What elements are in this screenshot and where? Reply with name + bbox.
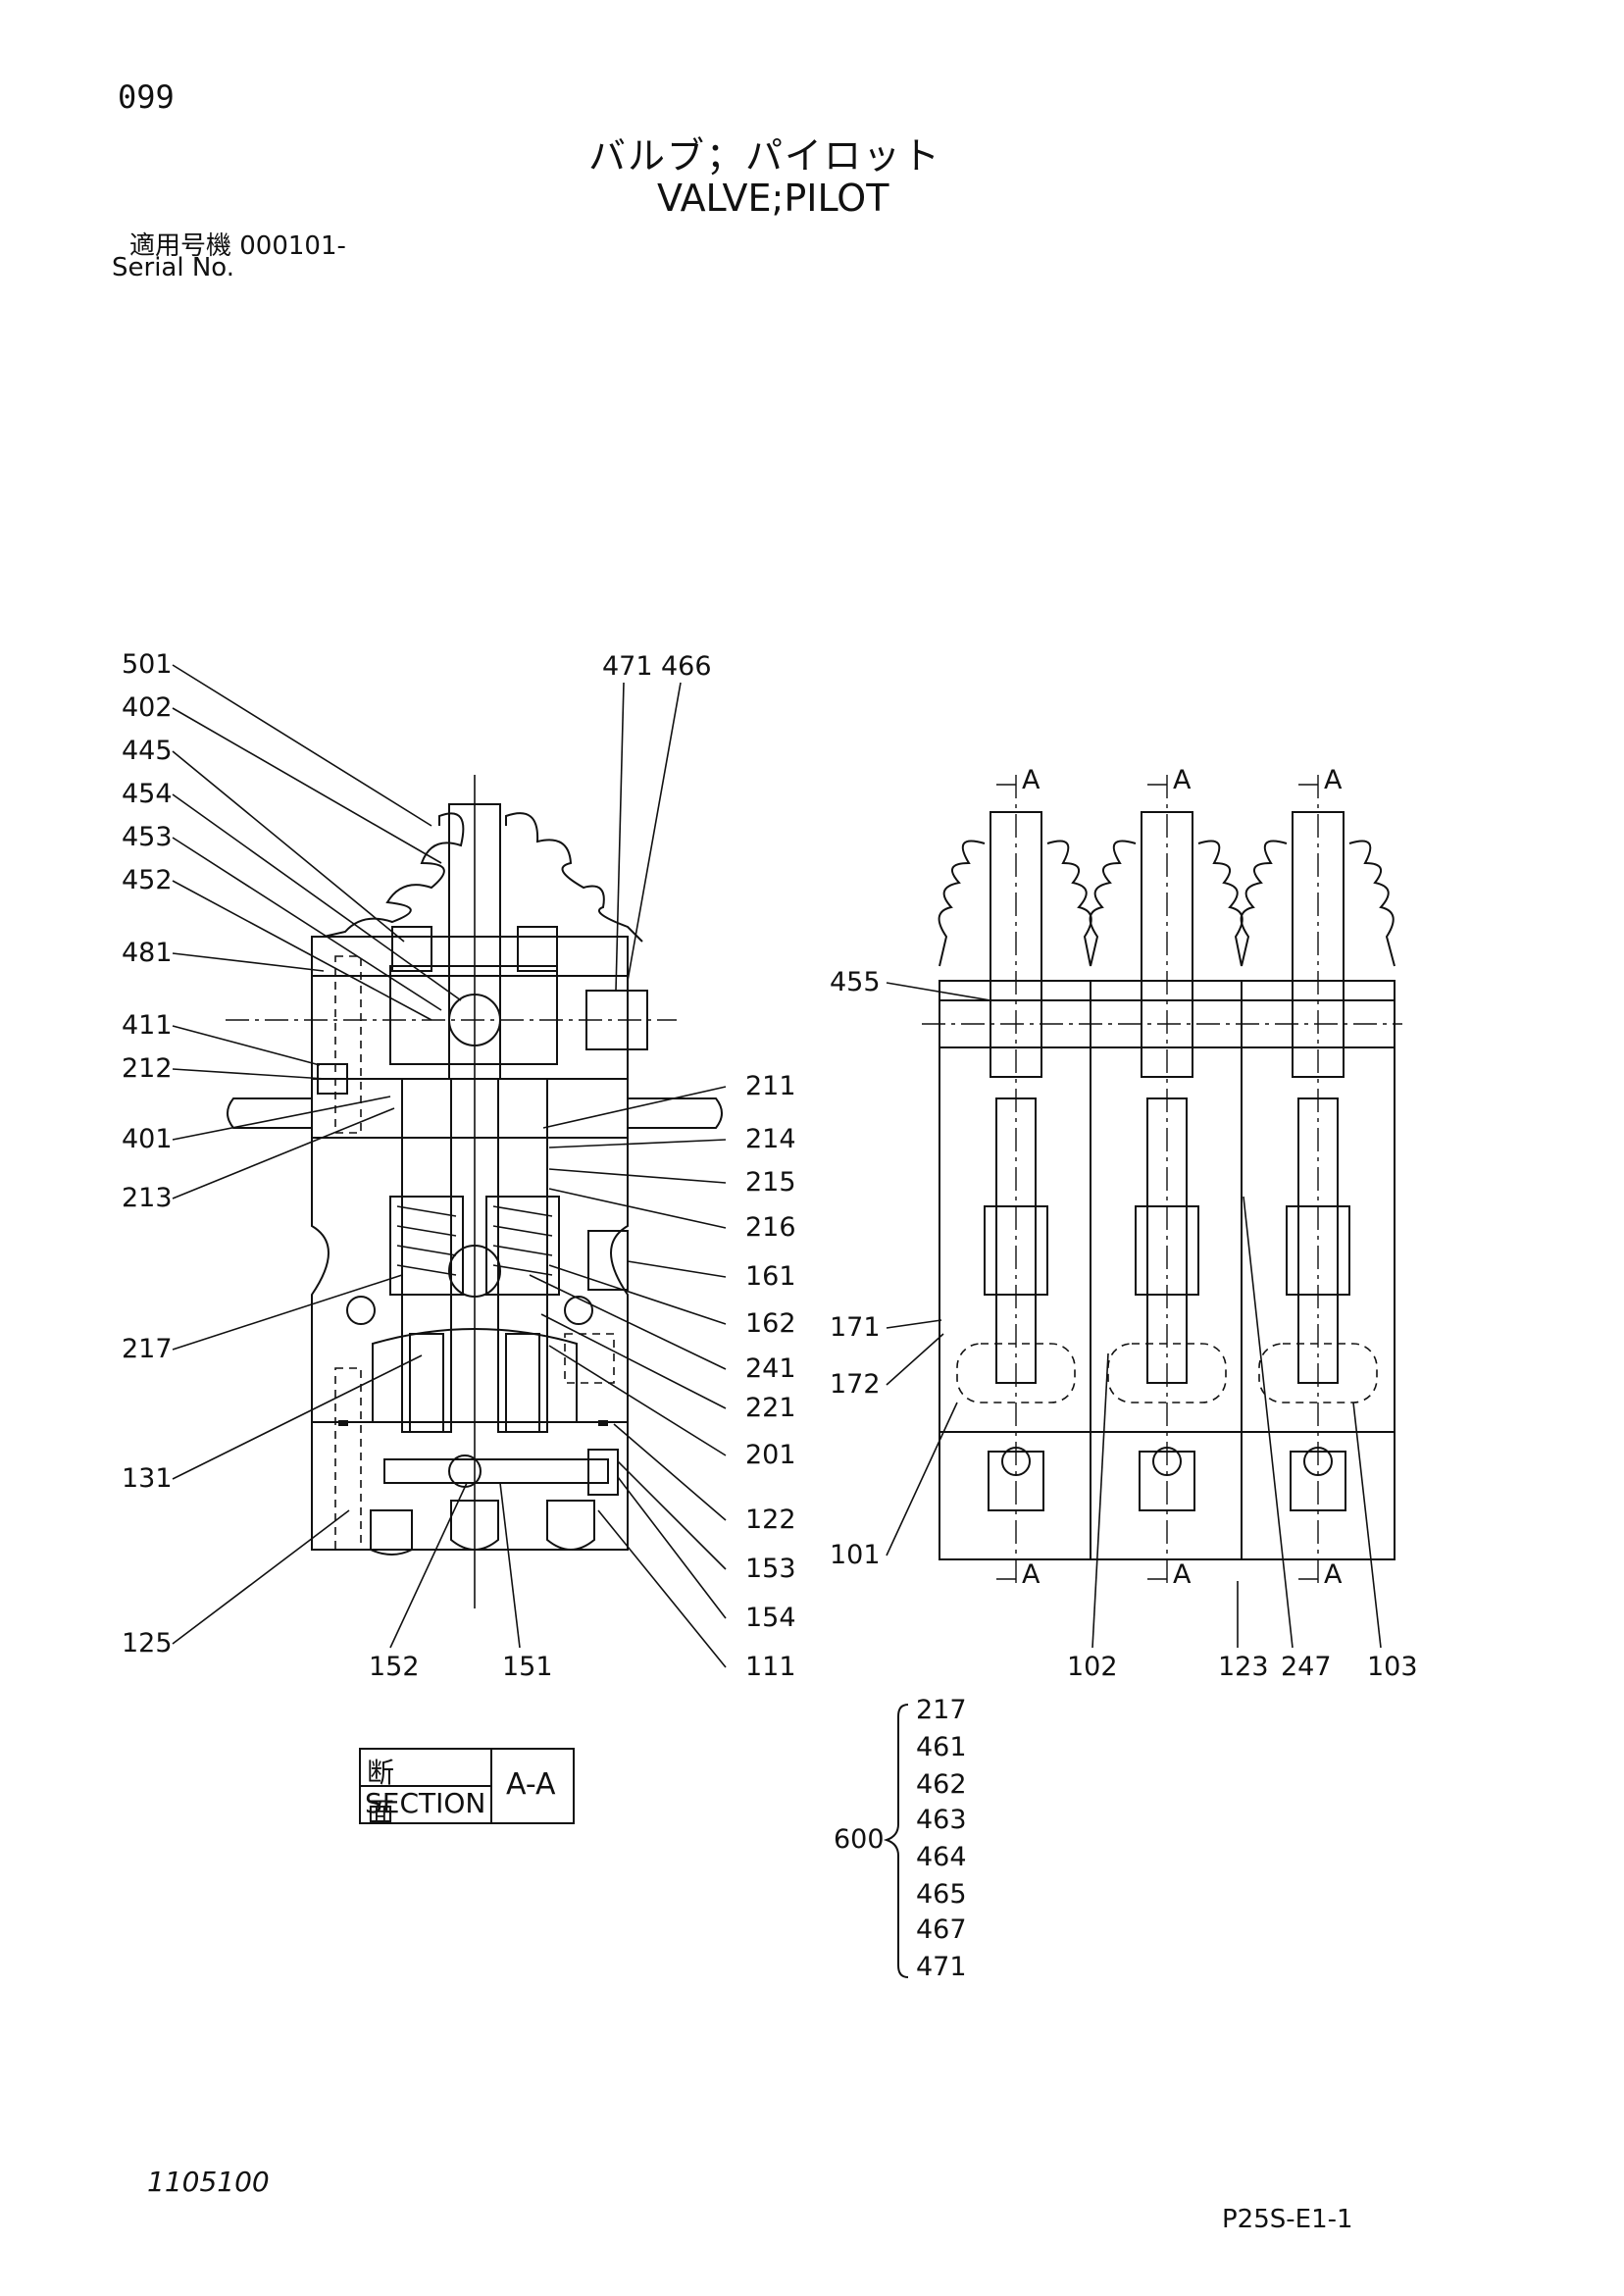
label-215: 215 xyxy=(745,1167,796,1198)
section-mark-bottom-3: A xyxy=(1324,1559,1343,1590)
valve-unit-2 xyxy=(1089,811,1243,1511)
section-mark-bottom-1: A xyxy=(1022,1559,1040,1590)
label-171: 171 xyxy=(830,1312,881,1343)
kit-part-1: 217 xyxy=(916,1695,967,1725)
section-mark-top-3: A xyxy=(1324,765,1343,795)
label-211: 211 xyxy=(745,1071,796,1101)
label-241: 241 xyxy=(745,1353,796,1384)
section-jp-label: 断面 xyxy=(367,1757,434,1828)
label-454: 454 xyxy=(122,779,173,809)
label-501: 501 xyxy=(122,649,173,680)
page-number: 099 xyxy=(118,78,175,116)
left-part-labels: 501 402 445 454 453 452 481 411 212 401 … xyxy=(122,649,796,1682)
label-111: 111 xyxy=(745,1652,796,1682)
label-103: 103 xyxy=(1367,1652,1418,1682)
label-221: 221 xyxy=(745,1393,796,1423)
label-453: 453 xyxy=(122,822,173,852)
label-154: 154 xyxy=(745,1603,796,1633)
label-401: 401 xyxy=(122,1124,173,1154)
section-mark-bottom-2: A xyxy=(1173,1559,1192,1590)
label-466: 466 xyxy=(661,651,712,682)
label-201: 201 xyxy=(745,1440,796,1470)
label-161: 161 xyxy=(745,1261,796,1292)
serial-label-japanese: 適用号機 000101- xyxy=(129,231,346,261)
section-divider xyxy=(361,1785,490,1787)
label-101: 101 xyxy=(830,1540,881,1570)
label-212: 212 xyxy=(122,1053,173,1084)
label-131: 131 xyxy=(122,1463,173,1494)
label-445: 445 xyxy=(122,736,173,766)
kit-part-6: 465 xyxy=(916,1879,967,1910)
kit-part-2: 461 xyxy=(916,1732,967,1762)
label-123: 123 xyxy=(1218,1652,1269,1682)
label-162: 162 xyxy=(745,1308,796,1339)
label-152: 152 xyxy=(369,1652,420,1682)
label-172: 172 xyxy=(830,1369,881,1400)
kit-parent-label: 600 xyxy=(834,1824,885,1855)
section-box: 断面 SECTION A-A xyxy=(359,1748,575,1828)
label-452: 452 xyxy=(122,865,173,895)
label-214: 214 xyxy=(745,1124,796,1154)
label-213: 213 xyxy=(122,1183,173,1213)
title-japanese: バルブ；パイロット xyxy=(588,134,942,178)
label-151: 151 xyxy=(502,1652,553,1682)
label-402: 402 xyxy=(122,692,173,723)
right-part-labels: 455 171 172 101 102 123 247 103 A A A A … xyxy=(830,765,1418,1682)
kit-list: 600 217 461 462 463 464 465 467 471 xyxy=(834,1695,967,1982)
kit-part-3: 462 xyxy=(916,1769,967,1800)
left-section-view xyxy=(226,775,723,1608)
label-102: 102 xyxy=(1067,1652,1118,1682)
kit-part-7: 467 xyxy=(916,1914,967,1945)
valve-unit-1 xyxy=(938,811,1092,1511)
label-217: 217 xyxy=(122,1334,173,1364)
section-mark-top-2: A xyxy=(1173,765,1192,795)
section-en-label: SECTION xyxy=(365,1787,486,1819)
right-front-view xyxy=(922,775,1402,1589)
label-122: 122 xyxy=(745,1505,796,1535)
kit-part-4: 463 xyxy=(916,1805,967,1835)
title-english: VALVE;PILOT xyxy=(657,177,889,220)
label-481: 481 xyxy=(122,938,173,968)
right-leader-lines xyxy=(886,982,1382,1649)
label-455: 455 xyxy=(830,967,881,997)
label-471: 471 xyxy=(602,651,653,682)
label-411: 411 xyxy=(122,1010,173,1041)
label-153: 153 xyxy=(745,1554,796,1584)
section-name: A-A xyxy=(506,1767,556,1802)
section-box-label-cell: 断面 SECTION xyxy=(361,1750,492,1828)
left-leader-lines xyxy=(172,664,727,1668)
label-247: 247 xyxy=(1281,1652,1332,1682)
section-mark-top-1: A xyxy=(1022,765,1040,795)
label-125: 125 xyxy=(122,1628,173,1658)
kit-part-5: 464 xyxy=(916,1842,967,1872)
label-216: 216 xyxy=(745,1212,796,1243)
serial-label-english: Serial No. xyxy=(112,253,234,282)
document-id: 1105100 xyxy=(147,2166,270,2198)
drawing-id: P25S-E1-1 xyxy=(1222,2205,1353,2234)
kit-part-8: 471 xyxy=(916,1952,967,1982)
